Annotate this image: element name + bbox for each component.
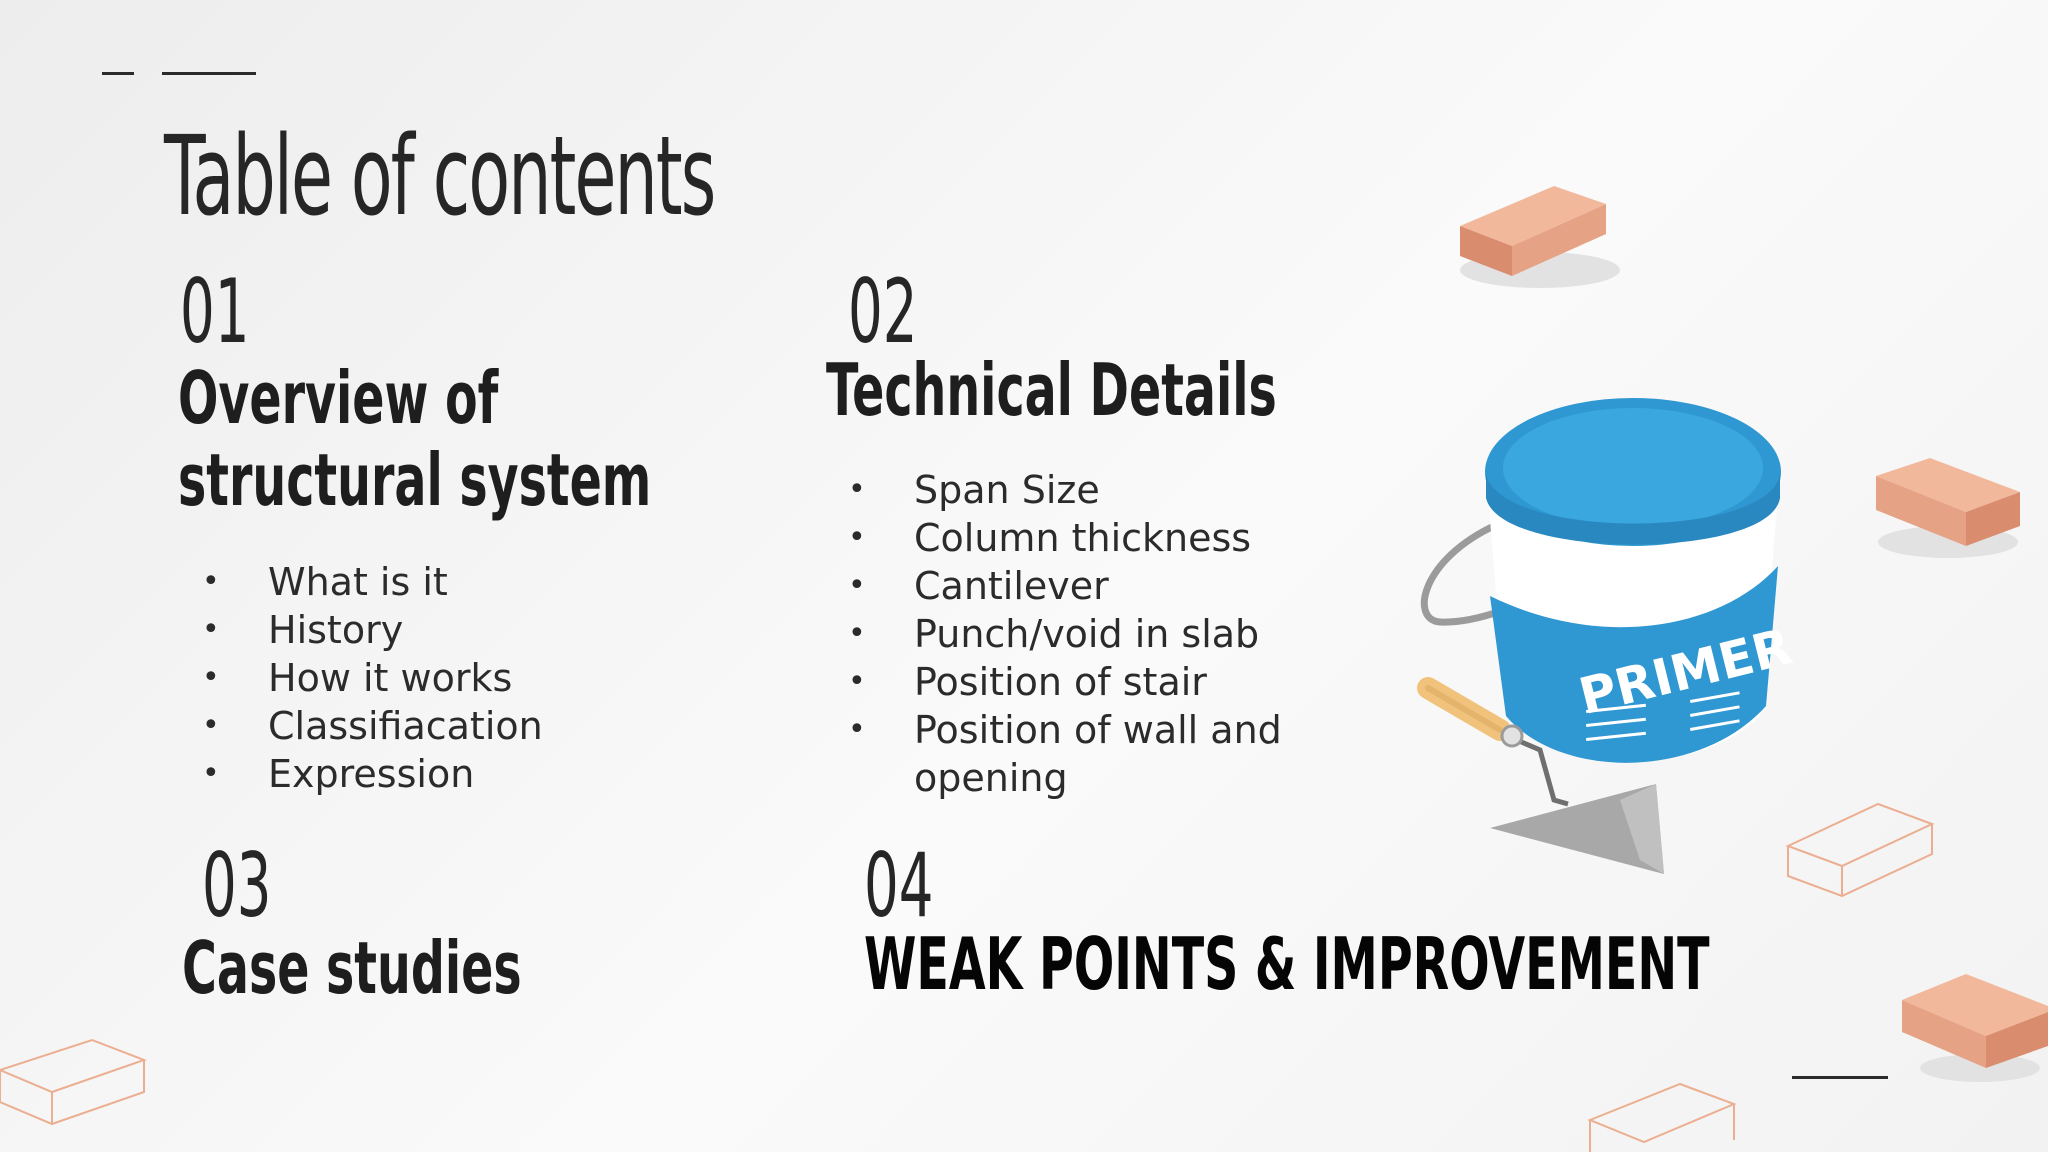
section-01-bullet-list: What is it History How it works Classifi… (202, 558, 543, 798)
top-left-short-dash (102, 72, 134, 75)
section-04-number: 04 (864, 834, 934, 937)
brick-shadow (1920, 1054, 2040, 1082)
brick-icon (1876, 458, 2020, 546)
section-02-bullet-list: Span Size Column thickness Cantilever Pu… (848, 466, 1282, 754)
brick-outline-icon (0, 1038, 147, 1126)
brick-icon (1902, 974, 2048, 1068)
section-01-number: 01 (180, 260, 250, 363)
list-item: Position of wall and (848, 706, 1282, 754)
section-02-heading: Technical Details (826, 348, 1277, 432)
section-03-number: 03 (202, 834, 272, 937)
trowel-icon (1417, 677, 1664, 874)
brick-outline-icon (1785, 802, 1935, 898)
list-item: How it works (202, 654, 543, 702)
bottom-right-dash (1792, 1076, 1888, 1079)
brick-icon (1460, 186, 1606, 276)
list-item: Position of stair (848, 658, 1282, 706)
page-title: Table of contents (164, 112, 716, 240)
section-02-bullet-continuation: opening (914, 756, 1068, 800)
list-item: Classifiacation (202, 702, 543, 750)
list-item: Column thickness (848, 514, 1282, 562)
list-item: Expression (202, 750, 543, 798)
section-01-heading-line-1: Overview of (178, 356, 499, 440)
list-item: Punch/void in slab (848, 610, 1282, 658)
list-item: Cantilever (848, 562, 1282, 610)
section-04-heading: WEAK POINTS & IMPROVEMENT (864, 922, 1710, 1006)
section-02-number: 02 (848, 260, 918, 363)
top-left-long-dash (162, 72, 256, 75)
brick-outline-icon (1587, 1082, 1737, 1152)
list-item: Span Size (848, 466, 1282, 514)
primer-bucket-icon: PRIMER (1485, 398, 1797, 763)
list-item: What is it (202, 558, 543, 606)
list-item: History (202, 606, 543, 654)
section-01-heading-line-2: structural system (178, 438, 652, 522)
section-03-heading: Case studies (182, 926, 522, 1010)
